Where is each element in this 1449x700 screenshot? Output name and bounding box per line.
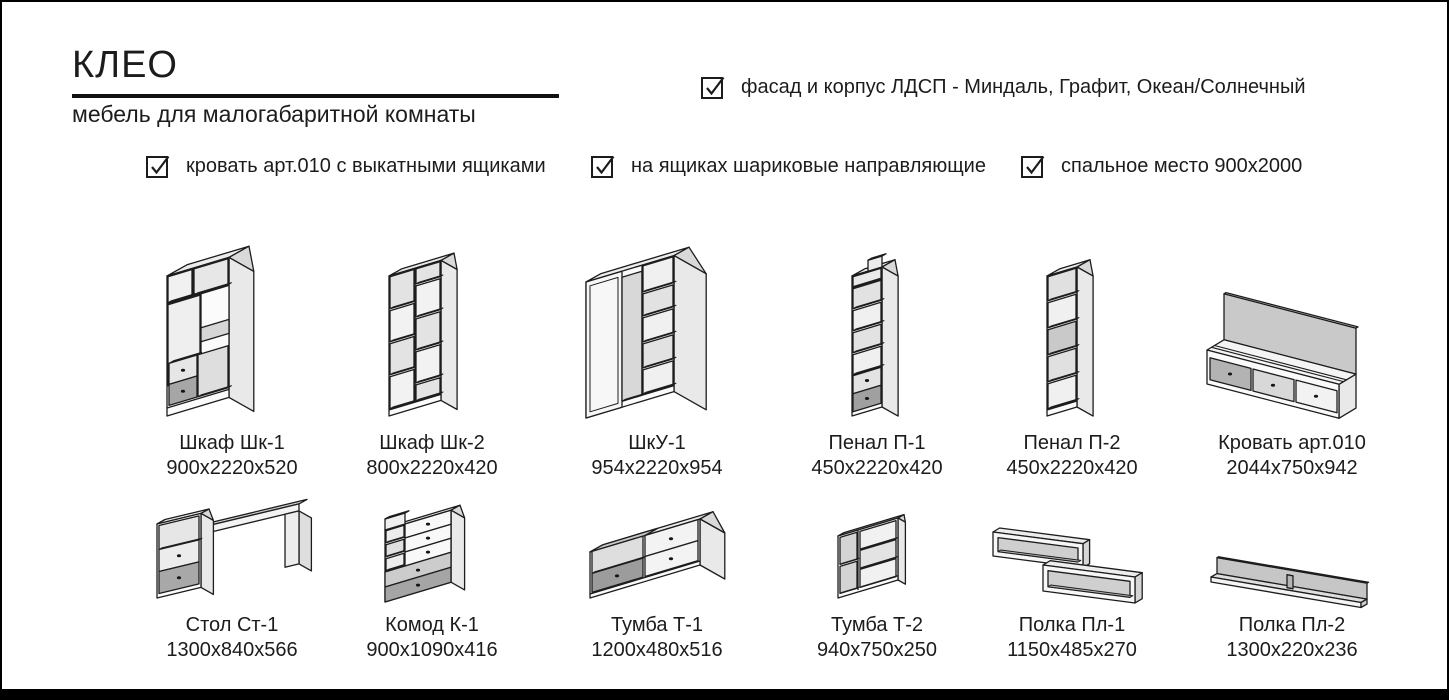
feature-material: фасад и корпус ЛДСП - Миндаль, Графит, О… [700, 74, 1306, 100]
furniture-name: Шкаф Шк-2 [379, 432, 485, 454]
furniture-dimensions: 940х750х250 [816, 639, 938, 661]
checkbox-checked-icon[interactable] [700, 74, 726, 100]
checkbox-checked-icon[interactable] [145, 153, 171, 179]
tv-stand-illustration [589, 511, 726, 599]
furniture-card-shk2: Шкаф Шк-2 800х2220х420 [337, 244, 527, 481]
wall-cabinet-illustration [837, 513, 907, 599]
pencil-case-p1-illustration [851, 253, 899, 417]
shelving-shk2-illustration [388, 252, 458, 417]
feature-item: спальное место 900х2000 [1020, 153, 1302, 179]
furniture-dimensions: 954х2220х954 [591, 457, 723, 479]
feature-item: кровать арт.010 с выкатными ящиками [145, 153, 546, 179]
furniture-dimensions: 2044х750х942 [1226, 457, 1358, 479]
furniture-dimensions: 1300х220х236 [1226, 639, 1358, 661]
furniture-card-bed: Кровать арт.010 2044х750х942 [1197, 244, 1387, 481]
title-underline [72, 94, 559, 98]
furniture-dimensions: 900х2220х520 [166, 457, 298, 479]
furniture-dimensions: 1200х480х516 [591, 639, 723, 661]
furniture-card-shelf2: Полка Пл-2 1300х220х236 [1197, 496, 1387, 663]
bottom-accent-bar [2, 689, 1447, 698]
furniture-card-dresser: Комод К-1 900х1090х416 [337, 496, 527, 663]
furniture-name: ШкУ-1 [628, 432, 686, 454]
wall-shelf-2-illustration [1210, 556, 1370, 609]
brand-title: КЛЕО [72, 44, 178, 86]
furniture-name: Полка Пл-1 [1018, 614, 1126, 636]
furniture-card-p2: Пенал П-2 450х2220х420 [977, 244, 1167, 481]
furniture-name: Тумба Т-2 [830, 614, 924, 636]
furniture-dimensions: 450х2220х420 [1006, 457, 1138, 479]
furniture-card-tumba2: Тумба Т-2 940х750х250 [782, 496, 972, 663]
furniture-name: Стол Ст-1 [185, 614, 279, 636]
furniture-dimensions: 1300х840х566 [166, 639, 298, 661]
furniture-card-p1: Пенал П-1 450х2220х420 [782, 244, 972, 481]
corner-wardrobe-illustration [585, 246, 707, 419]
desk-illustration [156, 498, 313, 599]
furniture-card-shelf1: Полка Пл-1 1150х485х270 [977, 496, 1167, 663]
furniture-name: Пенал П-1 [828, 432, 926, 454]
furniture-card-tumba1: Тумба Т-1 1200х480х516 [562, 496, 752, 663]
furniture-dimensions: 1150х485х270 [1007, 639, 1137, 661]
furniture-name: Кровать арт.010 [1218, 432, 1366, 454]
wall-shelf-1-illustration [992, 527, 1143, 604]
pencil-case-p2-illustration [1046, 259, 1094, 417]
feature-label: на ящиках шариковые направляющие [631, 154, 986, 177]
dresser-illustration [384, 504, 466, 603]
furniture-dimensions: 900х1090х416 [366, 639, 498, 661]
wardrobe-shk1-illustration [166, 245, 255, 417]
furniture-card-shku1: ШкУ-1 954х2220х954 [562, 244, 752, 481]
furniture-name: Шкаф Шк-1 [179, 432, 285, 454]
furniture-dimensions: 450х2220х420 [811, 457, 943, 479]
furniture-card-desk: Стол Ст-1 1300х840х566 [137, 496, 327, 663]
furniture-card-shk1: Шкаф Шк-1 900х2220х520 [137, 244, 327, 481]
furniture-name: Тумба Т-1 [610, 614, 704, 636]
feature-item: на ящиках шариковые направляющие [590, 153, 986, 179]
checkbox-checked-icon[interactable] [1020, 153, 1046, 179]
furniture-name: Полка Пл-2 [1238, 614, 1346, 636]
furniture-name: Пенал П-2 [1023, 432, 1121, 454]
feature-label: кровать арт.010 с выкатными ящиками [186, 154, 546, 177]
furniture-dimensions: 800х2220х420 [366, 457, 498, 479]
feature-label: фасад и корпус ЛДСП - Миндаль, Графит, О… [741, 75, 1306, 98]
bed-illustration [1206, 291, 1359, 419]
subtitle: мебель для малогабаритной комнаты [72, 101, 476, 127]
feature-label: спальное место 900х2000 [1061, 154, 1303, 177]
checkbox-checked-icon[interactable] [590, 153, 616, 179]
furniture-name: Комод К-1 [385, 614, 479, 636]
